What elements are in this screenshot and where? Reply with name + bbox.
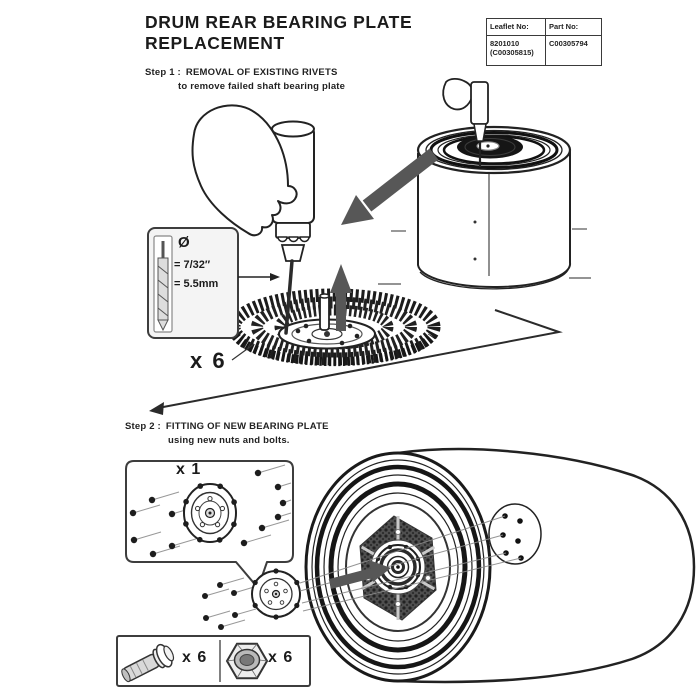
drum-side-illustration xyxy=(299,447,696,684)
nut-icon xyxy=(225,642,269,680)
leaflet-no-value: 8201010 (C00305815) xyxy=(487,36,546,65)
rivet-count-label: x 6 xyxy=(190,348,227,373)
removal-up-arrow xyxy=(330,264,352,331)
bolt-count-label: x 6 xyxy=(182,649,208,666)
bolt-shaft-lines xyxy=(132,464,292,555)
bolt-exit-oval xyxy=(488,503,542,565)
new-plate-callout-box xyxy=(125,460,294,589)
hand-drill-illustration xyxy=(191,104,315,335)
leaflet-no-header: Leaflet No: xyxy=(487,19,546,36)
shaft-pin xyxy=(319,295,330,331)
drill-chuck xyxy=(275,222,311,239)
page-title: DRUM REAR BEARING PLATE REPLACEMENT xyxy=(145,12,412,54)
step2-heading: Step 2 : FITTING OF NEW BEARING PLATE xyxy=(125,421,329,432)
plate-count-label: x 1 xyxy=(176,461,202,478)
step1-heading: Step 1 : REMOVAL OF EXISTING RIVETS xyxy=(145,67,338,78)
x6-leader-line xyxy=(231,343,255,361)
page-title-line1: DRUM REAR BEARING PLATE xyxy=(145,12,413,32)
page-title-line2: REPLACEMENT xyxy=(145,33,285,53)
bolt-icon xyxy=(121,643,175,683)
parts-box xyxy=(116,635,311,687)
dimension-ticks xyxy=(378,228,591,285)
step2-direction-arrow xyxy=(328,560,391,589)
nut-count-label: x 6 xyxy=(268,649,294,666)
drill-bit xyxy=(284,259,294,335)
step1-subtitle: to remove failed shaft bearing plate xyxy=(178,81,346,92)
new-bearing-plate-small xyxy=(202,568,301,630)
flow-arrow xyxy=(149,309,563,415)
part-no-value: C00305794 xyxy=(549,39,588,48)
bolt-tips xyxy=(500,513,524,561)
step2-subtitle: using new nuts and bolts. xyxy=(168,435,290,446)
diameter-symbol: Ø xyxy=(178,234,190,251)
drill-size-imperial: = 7/32″ xyxy=(174,259,211,271)
info-table: Leaflet No: Part No: 8201010 (C00305815)… xyxy=(486,18,602,66)
new-bearing-plate xyxy=(182,483,237,543)
step2-title: FITTING OF NEW BEARING PLATE xyxy=(165,421,329,432)
drum-hub xyxy=(375,544,421,590)
step1-label: Step 1 : xyxy=(145,67,181,78)
hand xyxy=(191,104,298,237)
drill-size-box xyxy=(147,227,280,339)
step2-label: Step 2 : xyxy=(125,421,161,432)
drill-on-drum xyxy=(442,77,489,167)
drill-size-metric: = 5.5mm xyxy=(174,278,219,290)
part-no-header: Part No: xyxy=(546,19,601,36)
drum-rear-rivets-illustration xyxy=(227,288,441,367)
drill-bit-icon xyxy=(157,241,169,332)
step1-direction-arrow xyxy=(341,148,439,225)
drum-top-illustration xyxy=(378,77,591,290)
step1-title: REMOVAL OF EXISTING RIVETS xyxy=(185,67,338,78)
new-bolts xyxy=(129,469,287,558)
